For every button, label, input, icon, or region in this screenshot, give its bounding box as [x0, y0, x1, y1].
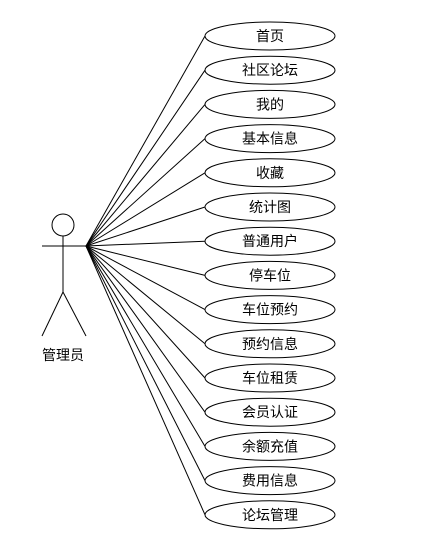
use-case-label: 我的	[256, 97, 284, 113]
use-case-ellipse	[204, 431, 336, 461]
association-line	[85, 138, 206, 247]
use-case: 停车位	[204, 260, 336, 290]
use-case-ellipse	[204, 226, 336, 256]
use-case-label: 普通用户	[242, 233, 298, 250]
use-case-ellipse	[204, 466, 336, 496]
actor-administrator: 管理员	[41, 213, 87, 364]
association-line	[85, 245, 206, 516]
actor-label: 管理员	[42, 348, 84, 364]
use-case-ellipse	[204, 329, 336, 359]
use-case-label: 车位预约	[242, 302, 298, 319]
use-case-label: 费用信息	[242, 473, 298, 490]
association-line	[85, 240, 206, 247]
association-line	[85, 245, 206, 447]
association-line	[85, 245, 206, 311]
use-case-ellipse	[204, 397, 336, 427]
use-case: 普通用户	[204, 226, 336, 256]
actor-left-leg	[41, 291, 64, 337]
use-case: 费用信息	[204, 466, 336, 496]
use-cases: 首页社区论坛我的基本信息收藏统计图普通用户停车位车位预约预约信息车位租赁会员认证…	[204, 21, 336, 530]
association-line	[85, 245, 206, 413]
use-case: 余额充值	[204, 431, 336, 461]
use-case: 车位租赁	[204, 363, 336, 393]
use-case-ellipse	[204, 89, 336, 119]
use-case-ellipse	[204, 21, 336, 51]
use-case-ellipse	[204, 158, 336, 188]
use-case-label: 基本信息	[242, 131, 298, 148]
association-line	[85, 245, 206, 345]
use-case-ellipse	[204, 124, 336, 154]
use-case-ellipse	[204, 500, 336, 530]
use-case-label: 首页	[256, 29, 284, 45]
use-case: 我的	[204, 89, 336, 119]
use-case-ellipse	[204, 192, 336, 222]
use-case-label: 社区论坛	[242, 63, 298, 79]
association-line	[85, 206, 206, 247]
use-case-label: 会员认证	[242, 405, 298, 421]
use-case-label: 停车位	[249, 267, 291, 284]
association-line	[85, 245, 206, 379]
association-line	[85, 35, 206, 247]
use-case: 收藏	[204, 158, 336, 188]
use-case-label: 统计图	[249, 200, 291, 216]
association-line	[85, 245, 206, 481]
use-case-ellipse	[204, 260, 336, 290]
use-case-label: 余额充值	[242, 438, 298, 455]
use-case-label: 论坛管理	[242, 508, 298, 524]
use-case: 社区论坛	[204, 55, 336, 85]
use-case-label: 预约信息	[242, 336, 298, 353]
use-case-ellipse	[204, 295, 336, 325]
use-case: 预约信息	[204, 329, 336, 359]
use-case-label: 车位租赁	[242, 370, 298, 387]
association-lines	[85, 35, 206, 516]
use-case: 基本信息	[204, 124, 336, 154]
use-case: 首页	[204, 21, 336, 51]
use-case: 统计图	[204, 192, 336, 222]
use-case: 车位预约	[204, 295, 336, 325]
use-case: 论坛管理	[204, 500, 336, 530]
actor-right-leg	[62, 291, 87, 337]
use-case-ellipse	[204, 363, 336, 393]
association-line	[85, 69, 206, 247]
association-line	[85, 172, 206, 247]
association-line	[85, 245, 206, 276]
use-case-ellipse	[204, 55, 336, 85]
actor-head	[51, 213, 75, 237]
use-case-label: 收藏	[256, 166, 284, 182]
use-case: 会员认证	[204, 397, 336, 427]
association-line	[85, 104, 206, 247]
